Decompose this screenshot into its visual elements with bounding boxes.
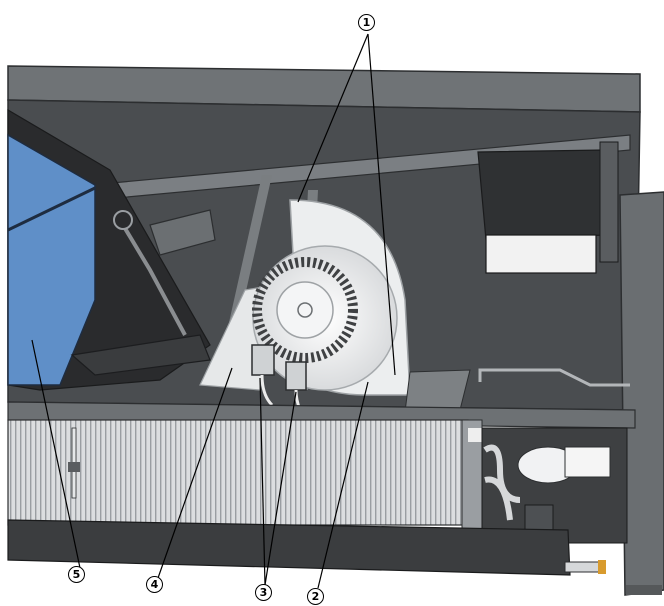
leader-4 — [157, 367, 233, 579]
leader-1b — [367, 33, 396, 376]
drain-outlet — [564, 561, 601, 573]
callout-3: 3 — [255, 584, 272, 601]
fan-blades — [252, 257, 358, 363]
damper-actuator — [149, 209, 216, 256]
damper-plate — [70, 334, 211, 376]
leader-5 — [31, 339, 81, 569]
callout-1: 1 — [358, 14, 375, 31]
leader-1a — [297, 33, 369, 203]
drain-tray — [7, 519, 571, 576]
leader-lines — [31, 33, 396, 589]
fan-hub-center — [297, 302, 313, 318]
pipe — [478, 368, 630, 387]
actuator-plate — [564, 446, 611, 478]
coil-fins — [7, 419, 469, 526]
callout-5: 5 — [68, 566, 85, 583]
leader-2 — [317, 381, 369, 589]
coil-rod-nut — [68, 462, 80, 472]
connector-right — [285, 361, 307, 391]
callout-4: 4 — [146, 576, 163, 593]
callout-2: 2 — [307, 588, 324, 605]
connector-left — [251, 344, 275, 376]
drain-outlet-tip — [598, 560, 606, 574]
damper-link — [118, 218, 187, 336]
side-panel-foot — [626, 585, 662, 595]
coil-bracket — [468, 428, 482, 442]
fan-hub — [276, 281, 334, 339]
electrical-box-opening — [485, 234, 597, 274]
leader-3b — [264, 391, 297, 586]
damper-pivot — [113, 210, 133, 230]
box-bracket — [599, 141, 619, 263]
electrical-box — [477, 149, 605, 241]
leader-3a — [259, 377, 266, 586]
drain-channel — [404, 369, 471, 413]
valve-piping — [483, 444, 521, 521]
filter-frame-line — [7, 186, 96, 232]
valve-body — [524, 504, 554, 532]
